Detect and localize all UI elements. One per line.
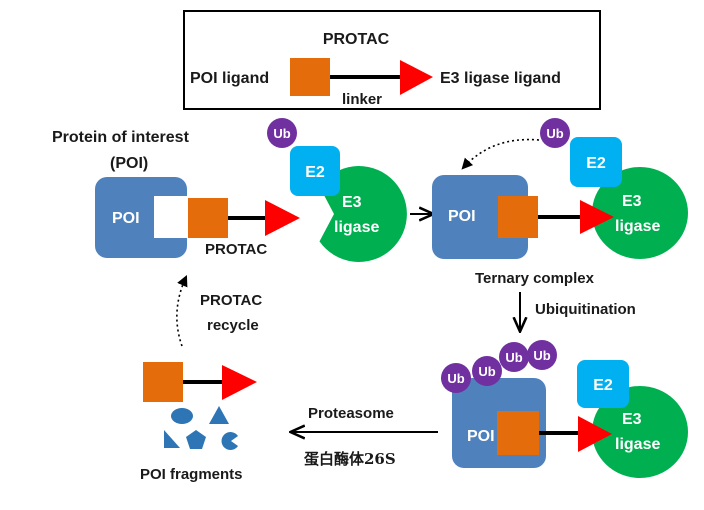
e2-enzyme bbox=[290, 146, 340, 196]
e3-label-line1: E3 bbox=[622, 411, 642, 428]
protac-poi-ligand bbox=[498, 196, 538, 238]
stage-ubiquitinated: POI E3 ligase E2 Ub Ub Ub Ub bbox=[441, 340, 688, 478]
stage-degraded: POI fragments bbox=[140, 362, 257, 483]
ub-label: Ub bbox=[546, 126, 563, 141]
fragment-triangle bbox=[209, 406, 229, 424]
e3-label-line2: ligase bbox=[615, 436, 660, 453]
proteasome-label-cn: 蛋白酶体26S bbox=[304, 450, 396, 468]
legend-e3-ligand-label: E3 ligase ligand bbox=[440, 70, 561, 87]
protac-e3-ligand bbox=[580, 200, 614, 234]
polyubiquitin-chain: Ub Ub Ub Ub bbox=[441, 340, 557, 393]
recycle-label-line1: PROTAC bbox=[200, 292, 262, 309]
e3-label-line2: ligase bbox=[334, 219, 379, 236]
proteasome-label: Proteasome bbox=[308, 405, 394, 422]
e3-label-line1: E3 bbox=[342, 194, 362, 211]
e3-ligase bbox=[319, 166, 407, 262]
fragment-pacman bbox=[221, 431, 238, 450]
e2-label: E2 bbox=[305, 164, 325, 181]
legend-box: PROTAC POI ligand E3 ligase ligand linke… bbox=[183, 10, 601, 110]
e3-label-line1: E3 bbox=[622, 193, 642, 210]
protac-poi-ligand bbox=[143, 362, 183, 402]
ubiquitin bbox=[540, 118, 570, 148]
ternary-complex-caption: Ternary complex bbox=[475, 270, 595, 287]
poi-title-line2: (POI) bbox=[110, 155, 148, 172]
ub-label: Ub bbox=[505, 350, 522, 365]
legend-e3-ligand-triangle bbox=[400, 60, 433, 95]
stage-binding: Protein of interest (POI) POI PROTAC E3 … bbox=[52, 118, 407, 262]
ub-label: Ub bbox=[447, 371, 464, 386]
protac-e3-ligand bbox=[222, 365, 257, 400]
protac-e3-ligand bbox=[578, 416, 612, 452]
ub-label: Ub bbox=[533, 348, 550, 363]
poi-fragments bbox=[164, 406, 238, 450]
e2-enzyme bbox=[570, 137, 622, 187]
fragment-right-triangle bbox=[164, 430, 180, 448]
e2-enzyme bbox=[577, 360, 629, 408]
e3-label-line2: ligase bbox=[615, 218, 660, 235]
e3-ligase bbox=[592, 167, 688, 259]
ubiquitin bbox=[441, 363, 471, 393]
poi-fragments-caption: POI fragments bbox=[140, 466, 243, 483]
poi-title-line1: Protein of interest bbox=[52, 129, 190, 146]
ub-transfer-arrow bbox=[461, 138, 540, 170]
protac-poi-ligand bbox=[497, 411, 539, 455]
protac-label: PROTAC bbox=[205, 241, 267, 258]
ubiquitination-label: Ubiquitination bbox=[535, 301, 636, 318]
protac-poi-ligand bbox=[188, 198, 228, 238]
ubiquitin bbox=[472, 356, 502, 386]
legend-poi-ligand-square bbox=[290, 58, 330, 96]
recycle-label-line2: recycle bbox=[207, 317, 259, 334]
ub-label: Ub bbox=[273, 126, 290, 141]
e3-ligase bbox=[592, 386, 688, 478]
e2-label: E2 bbox=[593, 377, 613, 394]
e2-label: E2 bbox=[586, 155, 606, 172]
stage-ternary-complex: POI E3 ligase E2 Ub Ternary complex bbox=[432, 118, 688, 287]
fragment-pentagon bbox=[186, 430, 206, 449]
ubiquitin bbox=[527, 340, 557, 370]
protac-e3-ligand bbox=[265, 200, 300, 236]
legend-title: PROTAC bbox=[323, 31, 390, 48]
ub-label: Ub bbox=[478, 364, 495, 379]
legend-linker-label: linker bbox=[342, 91, 382, 108]
poi-label: POI bbox=[448, 208, 476, 225]
poi-label: POI bbox=[112, 210, 140, 227]
legend-frame bbox=[183, 10, 601, 110]
poi-binding-pocket bbox=[154, 196, 188, 238]
recycle-arrow bbox=[176, 274, 188, 347]
ubiquitin bbox=[267, 118, 297, 148]
poi-label: POI bbox=[467, 428, 495, 445]
fragment-ellipse bbox=[171, 408, 193, 424]
ubiquitin bbox=[499, 342, 529, 372]
legend-poi-ligand-label: POI ligand bbox=[190, 70, 269, 87]
